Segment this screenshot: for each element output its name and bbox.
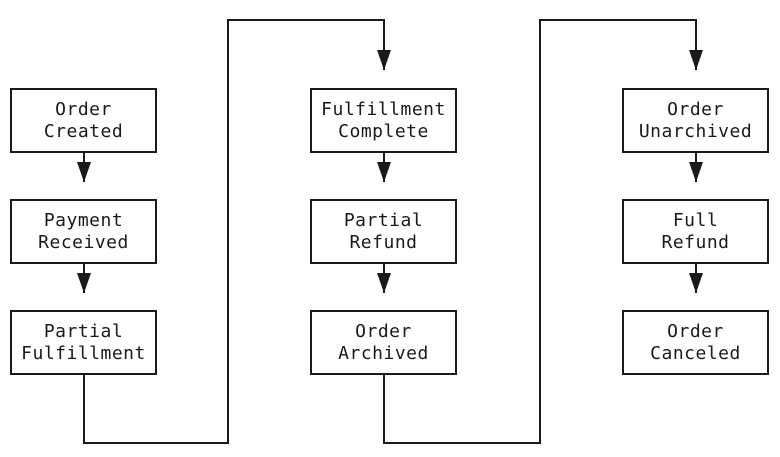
node-payment-received: Payment Received xyxy=(10,199,157,264)
node-order-created: Order Created xyxy=(10,88,157,153)
node-full-refund: Full Refund xyxy=(622,199,769,264)
edge-partial-fulfillment-to-fulfillment-complete xyxy=(83,19,391,444)
node-order-canceled: Order Canceled xyxy=(622,310,769,375)
node-partial-refund: Partial Refund xyxy=(310,199,457,264)
node-order-archived: Order Archived xyxy=(310,310,457,375)
node-partial-fulfillment: Partial Fulfillment xyxy=(10,310,157,375)
edge-order-archived-to-order-unarchived xyxy=(383,19,703,444)
node-order-unarchived: Order Unarchived xyxy=(622,88,769,153)
node-fulfillment-complete: Fulfillment Complete xyxy=(310,88,457,153)
